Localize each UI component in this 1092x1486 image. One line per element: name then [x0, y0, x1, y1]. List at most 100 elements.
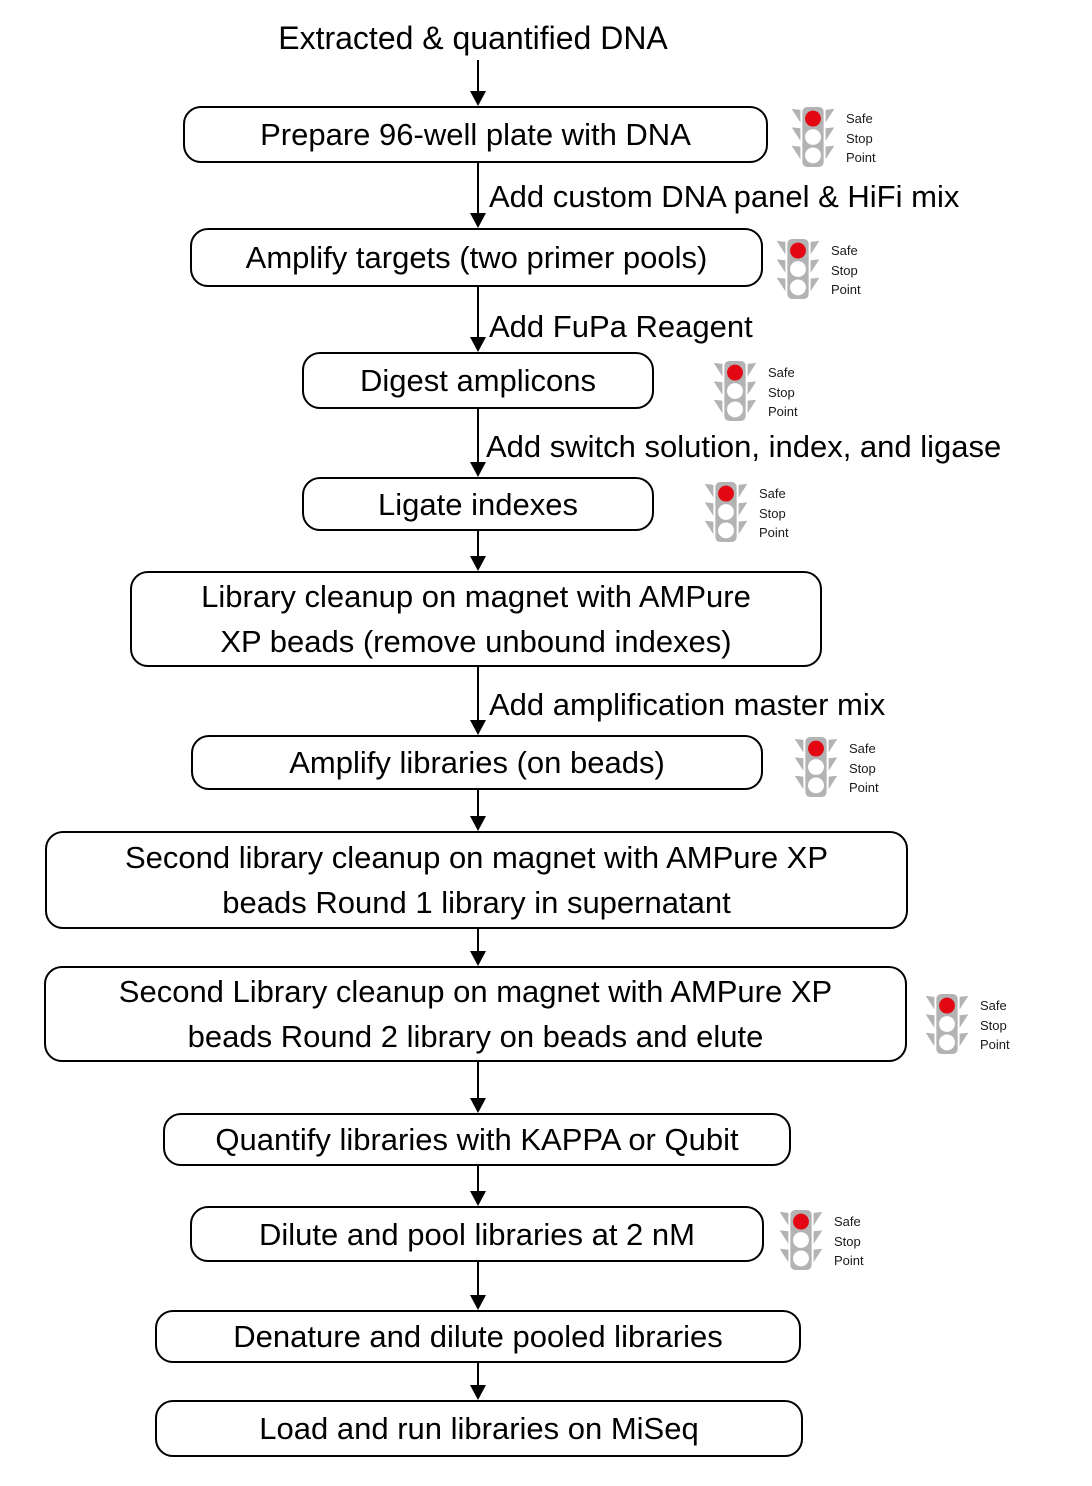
arrow-shaft: [477, 667, 479, 721]
arrow-shaft: [477, 790, 479, 817]
arrow-shaft: [477, 1363, 479, 1386]
safe-label: Safe: [759, 486, 786, 501]
step-box-second-cleanup-round-1: Second library cleanup on magnet with AM…: [45, 831, 908, 929]
step-label: Denature and dilute pooled libraries: [233, 1319, 723, 1354]
flow-arrow-5: [470, 531, 486, 571]
arrow-shaft: [477, 409, 479, 463]
safe-label: Safe: [768, 365, 795, 380]
stop-label: Stop: [980, 1017, 1007, 1033]
step-label: Quantify libraries with KAPPA or Qubit: [215, 1122, 739, 1157]
safe-label: Safe: [849, 741, 876, 756]
safe-label: Safe: [980, 998, 1007, 1013]
flow-arrow-1: [470, 60, 486, 106]
flow-arrow-9: [470, 1062, 486, 1113]
arrow-head-icon: [470, 91, 486, 106]
arrow-head-icon: [470, 1191, 486, 1206]
point-label: Point: [846, 150, 876, 165]
stop-label: Stop: [831, 262, 858, 278]
arrow-annotation-master-mix: Add amplification master mix: [489, 687, 886, 722]
point-label: Point: [980, 1037, 1010, 1052]
traffic-light-icon: [794, 737, 838, 797]
step-box-load-run-miseq: Load and run libraries on MiSeq: [155, 1400, 803, 1457]
arrow-shaft: [477, 60, 479, 92]
step-label: Ligate indexes: [378, 486, 578, 522]
flow-arrow-11: [470, 1262, 486, 1310]
arrow-shaft: [477, 531, 479, 557]
step-box-amplify-libraries: Amplify libraries (on beads): [191, 735, 763, 790]
point-label: Point: [759, 525, 789, 540]
flow-arrow-6: [470, 667, 486, 735]
step-box-ligate-indexes: Ligate indexes: [302, 477, 654, 531]
point-label: Point: [831, 282, 861, 297]
step-label: Second library cleanup on magnet with AM…: [124, 840, 829, 920]
stop-label: Stop: [768, 384, 795, 400]
traffic-light-icon: [791, 107, 835, 167]
flow-arrow-2: [470, 163, 486, 228]
arrow-head-icon: [470, 1385, 486, 1400]
point-label: Point: [834, 1253, 864, 1268]
traffic-light-icon: [925, 994, 969, 1054]
arrow-head-icon: [470, 720, 486, 735]
step-label: Load and run libraries on MiSeq: [259, 1411, 699, 1446]
safe-label: Safe: [831, 243, 858, 258]
flow-arrow-8: [470, 929, 486, 966]
arrow-head-icon: [470, 556, 486, 571]
arrow-head-icon: [470, 462, 486, 477]
arrow-shaft: [477, 163, 479, 214]
arrow-head-icon: [470, 213, 486, 228]
step-box-dilute-pool: Dilute and pool libraries at 2 nM: [190, 1206, 764, 1262]
traffic-light-icon: [776, 239, 820, 299]
step-label: Dilute and pool libraries at 2 nM: [259, 1216, 695, 1252]
stop-label: Stop: [834, 1233, 861, 1249]
traffic-light-icon: [704, 482, 748, 542]
arrow-head-icon: [470, 1295, 486, 1310]
arrow-shaft: [477, 287, 479, 338]
flow-start-label: Extracted & quantified DNA: [278, 20, 668, 56]
step-box-digest-amplicons: Digest amplicons: [302, 352, 654, 409]
flow-arrow-10: [470, 1166, 486, 1206]
point-label: Point: [768, 404, 798, 419]
step-box-denature-dilute: Denature and dilute pooled libraries: [155, 1310, 801, 1363]
flow-arrow-12: [470, 1363, 486, 1400]
stop-label: Stop: [849, 760, 876, 776]
arrow-head-icon: [470, 337, 486, 352]
flow-arrow-3: [470, 287, 486, 352]
point-label: Point: [849, 780, 879, 795]
flow-arrow-4: [470, 409, 486, 477]
step-label: Amplify targets (two primer pools): [245, 240, 708, 275]
step-label: Second Library cleanup on magnet with AM…: [118, 974, 833, 1054]
arrow-head-icon: [470, 816, 486, 831]
step-box-quantify-libraries: Quantify libraries with KAPPA or Qubit: [163, 1113, 791, 1166]
safe-label: Safe: [834, 1214, 861, 1229]
step-box-library-cleanup: Library cleanup on magnet with AMPure XP…: [130, 571, 822, 667]
arrow-annotation-custom-panel: Add custom DNA panel & HiFi mix: [489, 179, 960, 214]
arrow-annotation-switch-ligase: Add switch solution, index, and ligase: [486, 429, 1002, 464]
step-box-amplify-targets: Amplify targets (two primer pools): [190, 228, 763, 287]
traffic-light-icon: [779, 1210, 823, 1270]
arrow-shaft: [477, 929, 479, 952]
stop-label: Stop: [759, 505, 786, 521]
step-label: Library cleanup on magnet with AMPure XP…: [201, 579, 751, 659]
flow-arrow-7: [470, 790, 486, 831]
arrow-head-icon: [470, 1098, 486, 1113]
arrow-shaft: [477, 1262, 479, 1296]
arrow-head-icon: [470, 951, 486, 966]
stop-label: Stop: [846, 130, 873, 146]
safe-label: Safe: [846, 111, 873, 126]
step-box-second-cleanup-round-2: Second Library cleanup on magnet with AM…: [44, 966, 907, 1062]
step-label: Digest amplicons: [359, 363, 597, 398]
step-label: Amplify libraries (on beads): [289, 745, 665, 780]
